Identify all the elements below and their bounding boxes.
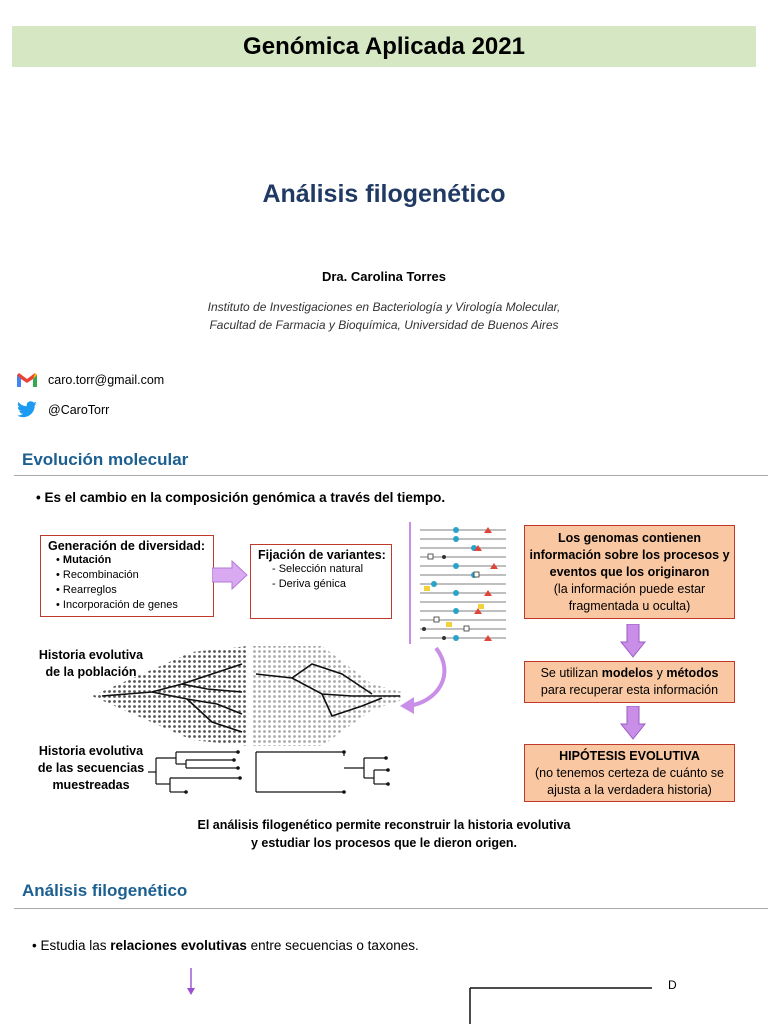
diversity-box: Generación de diversidad: • Mutación • R… bbox=[40, 535, 214, 617]
sequence-alignment-graphic bbox=[418, 526, 510, 642]
twitter-contact[interactable]: @CaroTorr bbox=[16, 401, 109, 419]
fixation-item: - Selección natural bbox=[272, 562, 391, 577]
diversity-item: • Recombinación bbox=[56, 568, 213, 583]
section-heading-analisis: Análisis filogenético bbox=[22, 881, 187, 901]
models-methods-line1: Se utilizan modelos y métodos bbox=[525, 665, 734, 682]
models-methods-box: Se utilizan modelos y métodos para recup… bbox=[524, 661, 735, 703]
affiliation-line-2: Facultad de Farmacia y Bioquímica, Unive… bbox=[0, 316, 768, 334]
twitter-handle[interactable]: @CaroTorr bbox=[48, 403, 109, 417]
gmail-icon bbox=[16, 372, 38, 388]
bullet-text: Es el cambio en la composición genómica … bbox=[44, 490, 445, 505]
phylo-tree-partial bbox=[466, 980, 666, 1024]
genome-info-box: Los genomas contienen información sobre … bbox=[524, 525, 735, 619]
purple-divider bbox=[409, 522, 411, 644]
email-contact[interactable]: caro.torr@gmail.com bbox=[16, 372, 164, 388]
bullet-analisis: • Estudia las relaciones evolutivas entr… bbox=[32, 938, 419, 953]
twitter-bird-icon bbox=[16, 401, 38, 419]
genome-info-bold: Los genomas contienen información sobre … bbox=[525, 530, 734, 581]
fixation-item: - Deriva génica bbox=[272, 577, 391, 592]
affiliation-line-1: Instituto de Investigaciones en Bacterio… bbox=[0, 298, 768, 316]
hypothesis-note: (no tenemos certeza de cuánto se ajusta … bbox=[525, 765, 734, 799]
header-title: Genómica Aplicada 2021 bbox=[0, 26, 768, 67]
bullet-evolucion: • Es el cambio en la composición genómic… bbox=[36, 490, 445, 505]
hypothesis-box: HIPÓTESIS EVOLUTIVA (no tenemos certeza … bbox=[524, 744, 735, 802]
author-name: Dra. Carolina Torres bbox=[0, 269, 768, 284]
figure-caption: El análisis filogenético permite reconst… bbox=[0, 816, 768, 852]
section-divider bbox=[14, 908, 768, 909]
arrow-down-icon bbox=[620, 624, 646, 658]
diversity-item: • Rearreglos bbox=[56, 583, 213, 598]
population-graphic-2 bbox=[252, 644, 404, 748]
affiliation: Instituto de Investigaciones en Bacterio… bbox=[0, 298, 768, 334]
fixation-box: Fijación de variantes: - Selección natur… bbox=[250, 544, 392, 619]
sequence-tree-left bbox=[146, 748, 246, 798]
genome-info-note: (la información puede estar fragmentada … bbox=[525, 581, 734, 615]
arrow-down-icon bbox=[620, 706, 646, 740]
diversity-item: • Incorporación de genes bbox=[56, 598, 213, 613]
section-heading-evolucion: Evolución molecular bbox=[22, 450, 188, 470]
section-divider bbox=[14, 475, 768, 476]
models-methods-line2: para recuperar esta información bbox=[525, 682, 734, 699]
tree-taxon-d: D bbox=[668, 978, 677, 992]
hypothesis-title: HIPÓTESIS EVOLUTIVA bbox=[525, 748, 734, 765]
sequence-history-label: Historia evolutiva de las secuencias mue… bbox=[18, 743, 164, 794]
page-title: Análisis filogenético bbox=[0, 180, 768, 209]
fixation-title: Fijación de variantes: bbox=[258, 548, 391, 562]
arrow-right-icon bbox=[212, 560, 248, 590]
arrow-down-small-icon bbox=[186, 968, 196, 996]
diversity-title: Generación de diversidad: bbox=[48, 539, 213, 553]
diversity-item: • Mutación bbox=[56, 553, 213, 568]
sequence-tree-right bbox=[254, 748, 394, 798]
population-graphic bbox=[92, 644, 250, 748]
curved-arrow-icon bbox=[398, 644, 460, 716]
email-text[interactable]: caro.torr@gmail.com bbox=[48, 373, 164, 387]
